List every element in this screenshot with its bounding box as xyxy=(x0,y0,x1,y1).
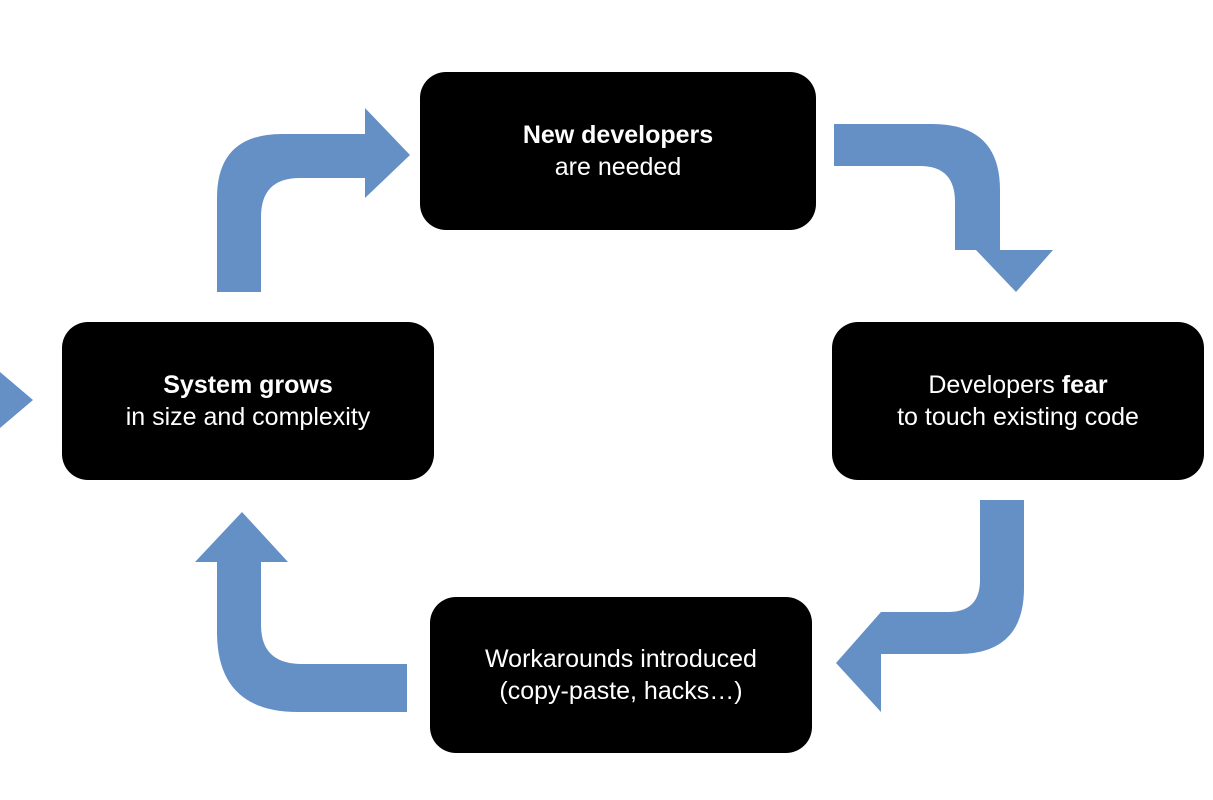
box-system-grows: System grows in size and complexity xyxy=(62,322,434,480)
box-workarounds: Workarounds introduced (copy-paste, hack… xyxy=(430,597,812,753)
box-developers-fear-line2: to touch existing code xyxy=(897,403,1139,431)
box-system-grows-line2: in size and complexity xyxy=(125,403,371,431)
box-system-grows-line1: System grows xyxy=(163,371,333,399)
box-workarounds-line2: (copy-paste, hacks…) xyxy=(499,677,743,705)
box-new-developers: New developers are needed xyxy=(420,72,816,230)
arrow-grows-to-newdevs xyxy=(217,108,410,292)
arrow-newdevs-to-fear xyxy=(834,124,1053,292)
arrow-workarounds-to-grows xyxy=(195,512,407,712)
box-new-developers-line1: New developers xyxy=(522,121,714,149)
box-developers-fear-line1: Developers fear xyxy=(928,371,1108,399)
box-new-developers-line2: are needed xyxy=(554,153,682,181)
box-workarounds-line1: Workarounds introduced xyxy=(485,645,757,673)
box-developers-fear: Developers fear to touch existing code xyxy=(832,322,1204,480)
arrow-left-edge-partial xyxy=(0,372,33,428)
arrow-fear-to-workarounds xyxy=(836,500,1024,712)
